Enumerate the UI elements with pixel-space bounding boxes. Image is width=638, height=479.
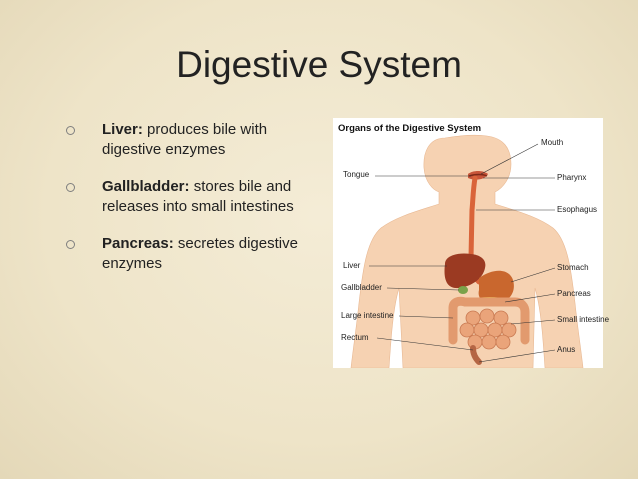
label-gallbladder: Gallbladder bbox=[341, 283, 382, 292]
bullet-term: Liver: bbox=[102, 121, 143, 138]
label-mouth: Mouth bbox=[541, 138, 564, 147]
bullet-circle-icon bbox=[66, 126, 75, 135]
bullet-pancreas: Pancreas: secretes digestive enzymes bbox=[66, 234, 316, 274]
rectum-shape bbox=[470, 345, 482, 365]
gallbladder-shape bbox=[458, 286, 468, 294]
label-stomach: Stomach bbox=[557, 263, 589, 272]
bullet-text: produces bile with digestive enzymes bbox=[102, 121, 268, 158]
digestive-system-diagram: Organs of the Digestive System Mouth Ton… bbox=[333, 118, 609, 368]
label-esophagus: Esophagus bbox=[557, 205, 598, 214]
label-tongue: Tongue bbox=[343, 170, 370, 179]
label-small-intestine: Small intestine bbox=[557, 315, 610, 324]
bullet-term: Gallbladder: bbox=[102, 178, 190, 195]
label-rectum: Rectum bbox=[341, 333, 369, 342]
bullet-list: Liver: produces bile with digestive enzy… bbox=[66, 120, 316, 291]
bullet-gallbladder: Gallbladder: stores bile and releases in… bbox=[66, 177, 316, 217]
bullet-term: Pancreas: bbox=[102, 235, 174, 252]
large-intestine-shape bbox=[448, 296, 530, 345]
bullet-text: secretes digestive enzymes bbox=[102, 235, 298, 272]
liver-shape bbox=[444, 253, 486, 289]
label-pharynx: Pharynx bbox=[557, 173, 587, 182]
label-anus: Anus bbox=[557, 345, 576, 354]
small-intestine-shape bbox=[459, 308, 517, 350]
stomach-shape bbox=[478, 270, 514, 304]
label-liver: Liver bbox=[343, 261, 361, 270]
label-pancreas: Pancreas bbox=[557, 289, 591, 298]
diagram-title: Organs of the Digestive System bbox=[338, 123, 482, 134]
bullet-circle-icon bbox=[66, 240, 75, 249]
anatomy-illustration bbox=[350, 134, 584, 368]
bullet-text: stores bile and releases into small inte… bbox=[102, 178, 294, 215]
bullet-circle-icon bbox=[66, 183, 75, 192]
slide-title: Digestive System bbox=[176, 44, 462, 85]
bullet-liver: Liver: produces bile with digestive enzy… bbox=[66, 120, 316, 160]
label-large-intestine: Large intestine bbox=[341, 311, 394, 320]
label-leader-lines bbox=[369, 143, 556, 363]
